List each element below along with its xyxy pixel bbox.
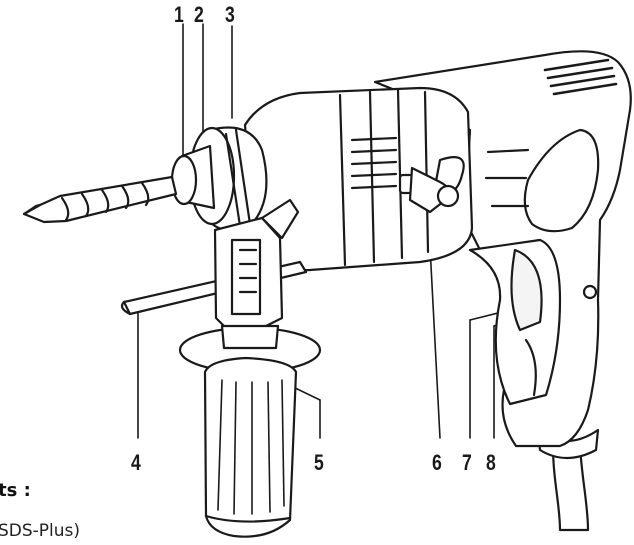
chuck — [170, 126, 268, 232]
trigger-grip — [468, 238, 598, 406]
callout-8: 8 — [486, 450, 496, 475]
callout-6: 6 — [432, 450, 442, 475]
side-handle — [178, 324, 322, 538]
motor-housing — [373, 50, 632, 448]
callout-5: 5 — [314, 450, 324, 475]
gear-housing — [243, 86, 474, 272]
parts-caption: SDS-Plus) — [0, 521, 81, 541]
callout-1: 1 — [174, 2, 184, 27]
parts-heading: ts : — [0, 480, 31, 501]
callout-2: 2 — [194, 2, 204, 27]
callout-4: 4 — [131, 450, 141, 475]
drill-bit — [22, 175, 178, 224]
callout-7: 7 — [462, 450, 472, 475]
mode-selector-knob — [408, 166, 460, 214]
auxiliary-handle-clamp — [213, 198, 300, 332]
power-cord — [536, 428, 600, 532]
callout-3: 3 — [225, 2, 235, 27]
